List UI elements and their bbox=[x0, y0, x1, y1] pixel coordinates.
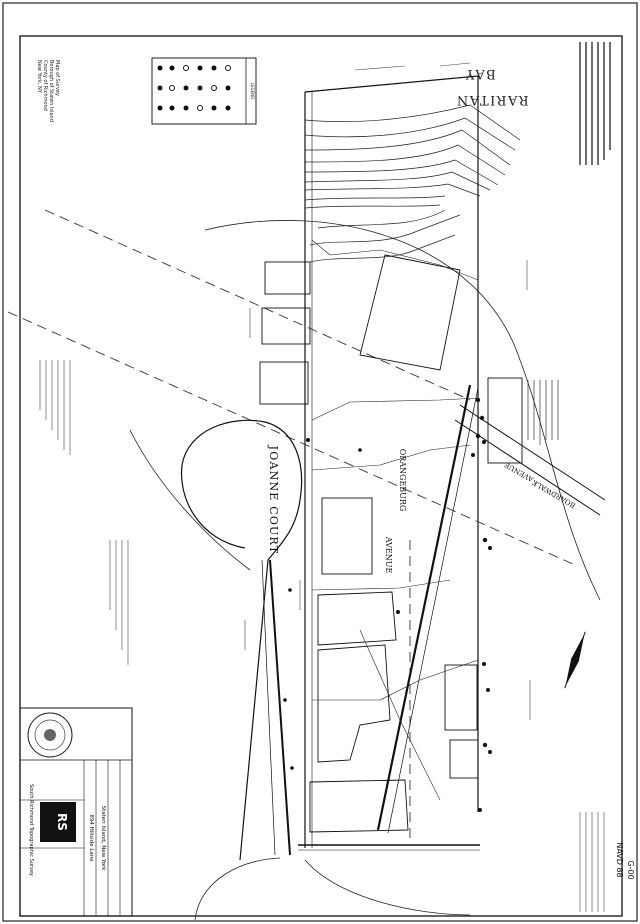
joanne-court-label: JOANNE COURT bbox=[267, 445, 280, 555]
structure-7 bbox=[317, 591, 397, 646]
svg-text:RS: RS bbox=[55, 813, 69, 831]
property-boundary bbox=[298, 75, 480, 851]
title-block: RS South Richmond Topographic Survey 894… bbox=[19, 707, 133, 917]
north-arrow-icon bbox=[564, 631, 586, 689]
general-notes-block bbox=[579, 42, 611, 165]
legend-title: LEGEND bbox=[250, 83, 255, 99]
firm-name: South Richmond Topographic Survey bbox=[28, 784, 34, 876]
map-title-left: Map of Survey Borough of Staten Island C… bbox=[36, 60, 60, 122]
building-footprints bbox=[259, 254, 523, 833]
structure-1 bbox=[264, 261, 311, 295]
boardwalk-label: BOARDWALK bbox=[530, 478, 577, 510]
seal-icon bbox=[27, 712, 73, 758]
flood-zone-curves bbox=[129, 220, 601, 921]
bay-label-bay: BAY bbox=[464, 66, 496, 81]
legend-box: LEGEND bbox=[151, 57, 257, 125]
revision-note bbox=[527, 380, 559, 445]
bay-label-raritan: RARITAN bbox=[455, 92, 528, 107]
structure-6 bbox=[321, 497, 373, 575]
firm-logo-icon bbox=[40, 802, 76, 842]
structure-9 bbox=[309, 779, 409, 833]
structure-10 bbox=[444, 664, 478, 731]
svg-text:County of Richmond: County of Richmond bbox=[42, 60, 48, 111]
fine-annotations bbox=[39, 62, 605, 912]
structure-8 bbox=[317, 644, 391, 763]
structure-2 bbox=[261, 307, 311, 345]
orangeburg-avenue-label: AVENUE bbox=[384, 536, 393, 574]
address-line-1: 894 Hillside Lane bbox=[88, 814, 94, 862]
structure-3 bbox=[259, 361, 309, 405]
address-line-2: Staten Island, New York bbox=[100, 806, 106, 872]
datum-label: NAVD 88 bbox=[615, 842, 624, 877]
inner-border bbox=[19, 35, 623, 917]
boardwalk-avenue-label: AVENUE bbox=[503, 460, 536, 483]
joanne-court-road bbox=[180, 419, 303, 861]
svg-text:Borough of Staten Island: Borough of Staten Island bbox=[48, 60, 54, 122]
lot-lines bbox=[311, 239, 479, 801]
svg-text:Map of Survey: Map of Survey bbox=[54, 60, 60, 96]
svg-text:New York, NY: New York, NY bbox=[36, 60, 42, 94]
structure-5 bbox=[487, 377, 523, 464]
structure-4 bbox=[359, 254, 461, 371]
utility-symbols bbox=[283, 397, 492, 812]
sheet-number: G-00 bbox=[626, 860, 635, 879]
contour-lines bbox=[304, 104, 521, 263]
structure-11 bbox=[449, 739, 479, 779]
orangeburg-avenue-road bbox=[376, 384, 479, 834]
orangeburg-label: ORANGEBURG bbox=[398, 449, 407, 512]
easement-lines bbox=[7, 209, 576, 840]
